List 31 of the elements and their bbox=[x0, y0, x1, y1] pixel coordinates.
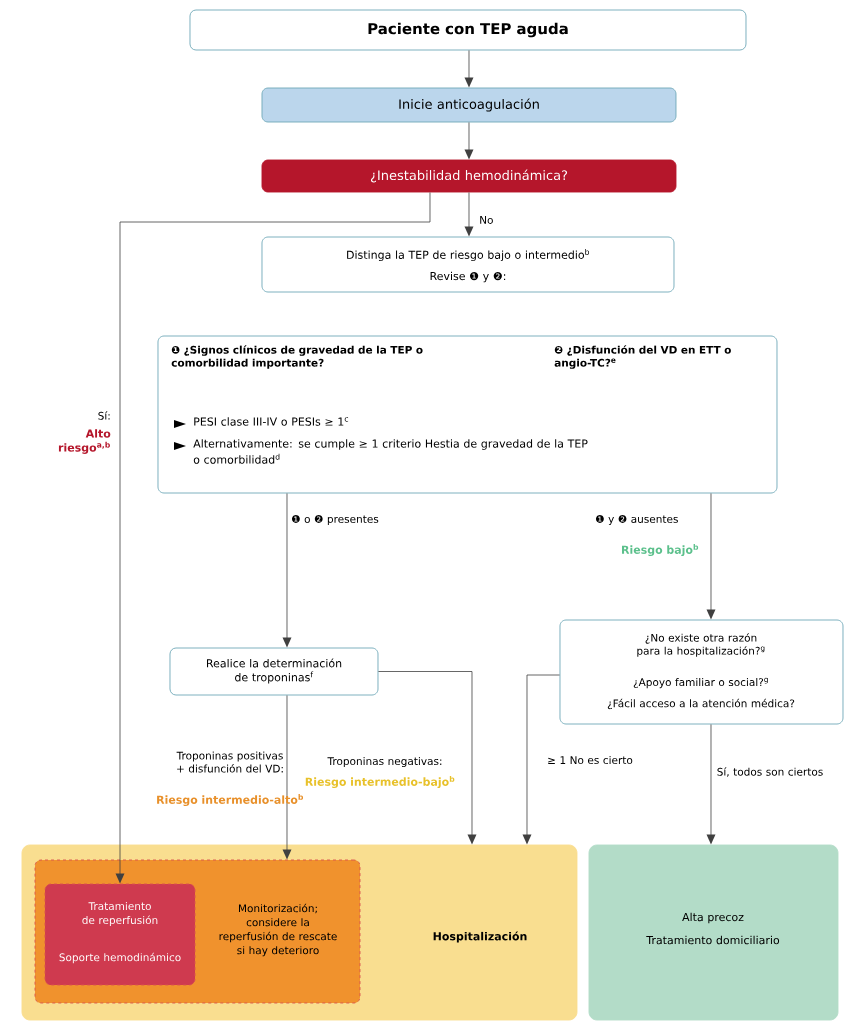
edge-label: No bbox=[480, 216, 493, 224]
process-box: Inicie anticoagulación bbox=[261, 87, 677, 123]
edge-label: Sí: bbox=[98, 411, 110, 420]
edge-label: Sí, todos son ciertos bbox=[717, 767, 823, 777]
arrow bbox=[464, 50, 474, 88]
process-box: Distinga la TEP de riesgo bajo o intermedio$^{b}$ Revise ❶ y ❷: bbox=[261, 236, 675, 293]
arrow bbox=[378, 671, 477, 845]
edge-label: Troponinas positivas + disfunción del VD: bbox=[176, 751, 283, 773]
risk-label: Riesgo intermedio-alto$^{b}$ bbox=[157, 793, 304, 807]
decision-box: ¿Inestabilidad hemodinámica? bbox=[261, 159, 677, 193]
arrow bbox=[464, 192, 474, 237]
risk-label: Riesgo bajo$^{b}$ bbox=[622, 543, 699, 557]
arrow bbox=[282, 695, 292, 860]
risk-label: Alto riesgo$^{a,b}$ bbox=[58, 429, 111, 454]
arrow bbox=[282, 493, 292, 648]
arrow bbox=[706, 493, 716, 620]
edge-label: Troponinas negativas: bbox=[327, 756, 442, 768]
criteria-box: ❶ ¿Signos clínicos de gravedad de la TEP o comorbilidad importante? ❷ ¿Disfunción del VD en ETT o angio-TC?$^{e}$ PESI clase III-IV o PESIs ≥ 1$^{c}$ Alternativamente: se cumple ≥ 1 criterio Hestia de gravedad de la TEP o comorbilidad$^{d}$ bbox=[157, 335, 778, 494]
arrow bbox=[706, 724, 716, 845]
edge-label: ❶ o ❷ presentes bbox=[292, 515, 379, 525]
edge-label: ≥ 1 No es cierto bbox=[548, 755, 633, 765]
risk-label: Riesgo intermedio-bajo$^{b}$ bbox=[305, 775, 455, 789]
arrow bbox=[464, 122, 474, 160]
question-box: ¿No existe otra razón para la hospitalización?$^{g}$ ¿Apoyo familiar o social?$^{g}$ ¿Fácil acceso a la atención médica? bbox=[559, 619, 844, 725]
treatment-box: Tratamiento de reperfusión Soporte hemodinámico bbox=[44, 883, 196, 986]
process-box: Realice la determinación de troponinas$^{f}$ bbox=[169, 647, 379, 696]
arrow bbox=[115, 192, 431, 884]
edge-label: ❶ y ❷ ausentes bbox=[596, 515, 678, 525]
discharge-panel: Alta precoz Tratamiento domiciliario bbox=[588, 844, 839, 1021]
start-box: Paciente con TEP aguda bbox=[189, 9, 747, 51]
arrow bbox=[522, 674, 560, 845]
